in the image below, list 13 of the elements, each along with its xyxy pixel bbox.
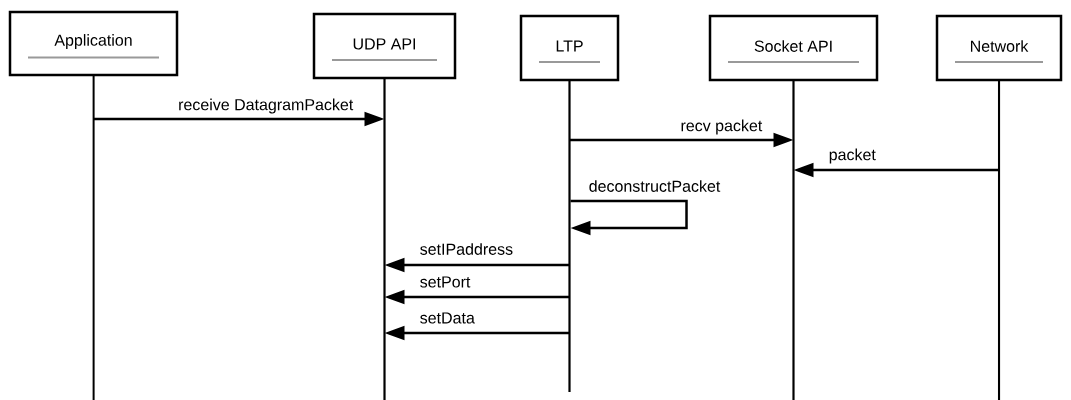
participant-box: Application [8, 10, 179, 77]
message-label: packet [829, 148, 876, 164]
message-label: deconstructPacket [589, 180, 721, 192]
message-label: setPort [420, 276, 471, 288]
participant-box: LTP [519, 14, 620, 82]
self-message-arrow [570, 199, 688, 236]
participant-box: Socket API [708, 14, 879, 82]
message-label: receive DatagramPacket [179, 98, 354, 114]
message-label: setIPaddress [420, 243, 513, 255]
message-label: recv packet [681, 119, 763, 135]
participant-box: Network [935, 14, 1063, 82]
message-label: setData [420, 312, 475, 324]
participant-box: UDP API [312, 12, 457, 80]
